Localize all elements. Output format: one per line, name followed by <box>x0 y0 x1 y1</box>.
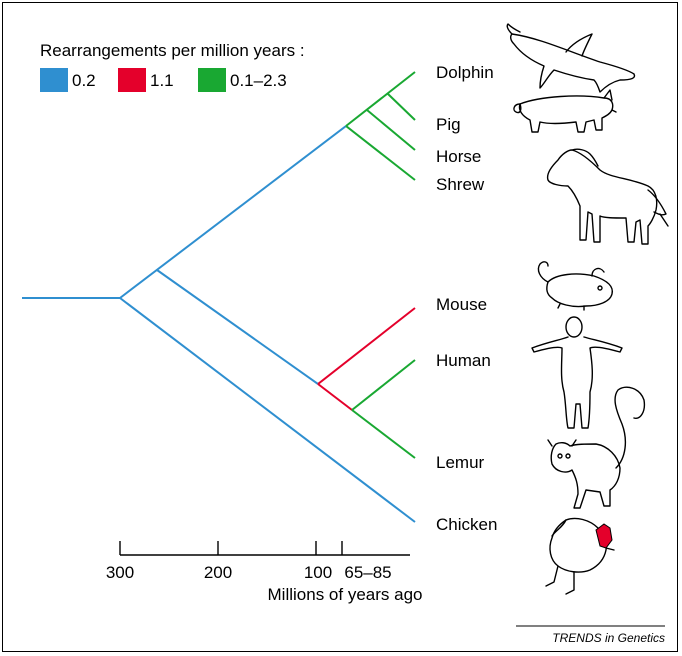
axis-tick-65-85: 65–85 <box>344 563 391 582</box>
taxon-dolphin: Dolphin <box>436 63 494 82</box>
branch-to-laurasiatheria <box>120 126 346 298</box>
mouse-icon <box>538 262 612 310</box>
branches-red <box>318 308 415 410</box>
legend-swatch-green <box>198 68 226 92</box>
axis-tick-300: 300 <box>106 563 134 582</box>
taxon-shrew: Shrew <box>436 175 485 194</box>
taxon-chicken: Chicken <box>436 515 497 534</box>
lemur-icon <box>548 387 644 508</box>
legend-label-green: 0.1–2.3 <box>230 71 287 90</box>
axis-tick-100: 100 <box>304 563 332 582</box>
taxon-mouse: Mouse <box>436 295 487 314</box>
branches-blue <box>22 126 415 522</box>
taxon-lemur: Lemur <box>436 453 485 472</box>
legend-label-red: 1.1 <box>150 71 174 90</box>
branch-shrew <box>346 126 415 180</box>
human-icon <box>532 317 622 428</box>
taxon-human: Human <box>436 351 491 370</box>
taxon-pig: Pig <box>436 115 461 134</box>
branch-to-euarchontoglires <box>157 270 318 384</box>
legend-title: Rearrangements per million years : <box>40 41 305 60</box>
branch-horse <box>367 110 415 150</box>
legend-swatch-red <box>118 68 146 92</box>
branch-lemur <box>352 410 415 458</box>
taxon-horse: Horse <box>436 147 481 166</box>
branches-green <box>346 72 415 458</box>
axis-label: Millions of years ago <box>268 585 423 604</box>
branch-chicken <box>120 298 415 522</box>
branch-dolphin <box>346 72 415 126</box>
credit-text: TRENDS in Genetics <box>552 631 665 645</box>
branch-to-primates <box>318 384 352 410</box>
time-axis <box>120 541 410 555</box>
chicken-icon <box>546 518 614 594</box>
pig-icon <box>514 90 616 132</box>
horse-icon <box>548 149 668 244</box>
legend-label-blue: 0.2 <box>72 71 96 90</box>
branch-pig <box>388 94 415 120</box>
branch-human <box>352 360 415 410</box>
dolphin-icon <box>507 24 634 92</box>
legend-swatch-blue <box>40 68 68 92</box>
chicken-comb <box>596 524 612 548</box>
axis-tick-200: 200 <box>204 563 232 582</box>
